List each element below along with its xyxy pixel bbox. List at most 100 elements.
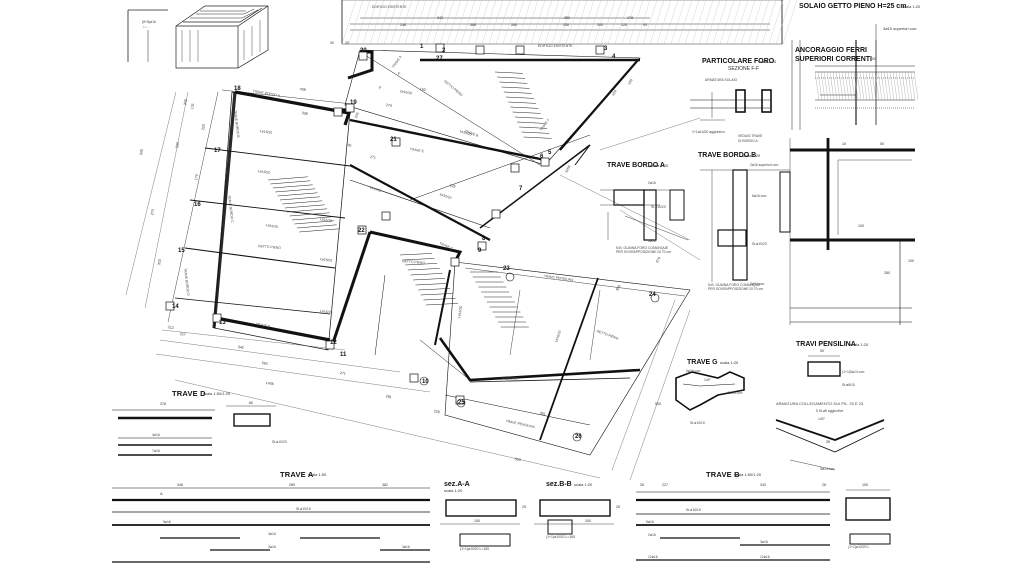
solaio-hatch-line	[859, 71, 865, 101]
trave-b-dim-3: 343	[760, 483, 766, 487]
column-square	[358, 51, 368, 61]
plan-columns	[165, 43, 605, 405]
plan-node-17: 17	[214, 148, 221, 154]
plan-node-11: 11	[340, 352, 347, 358]
solaio-title: SOLAIO GETTO PIENO H=25 cm	[799, 3, 907, 10]
trave-g-angle: 140°	[704, 378, 712, 382]
slab-hatch-center	[420, 293, 453, 296]
plan-dimensions	[125, 91, 701, 481]
top-dim-7: 260	[511, 23, 517, 27]
column-square	[540, 157, 550, 167]
slab-hatch-left	[284, 204, 325, 209]
column-square	[595, 45, 605, 55]
plan-node-16: 16	[194, 202, 201, 208]
trave-a-rebar-3: 3ø16	[268, 545, 276, 549]
trave-g-stirrup: St.ø10/15	[690, 421, 705, 425]
trave-a-rebar-1: 5ø16	[163, 520, 171, 524]
travi-pensilina-title: TRAVI PENSILINA	[796, 341, 856, 348]
sec-bb-dim-1: 100	[585, 519, 591, 523]
solaio-detail	[791, 24, 915, 130]
column-square	[510, 163, 520, 173]
slab-hatch-center	[402, 258, 435, 261]
trave-a-title: TRAVE A	[280, 470, 314, 479]
ancoraggio-dim: 100	[870, 57, 876, 61]
solaio-hatch-line	[853, 71, 859, 101]
trave-bordo-a-note-1: N.B. GUAINA FORO COMUNQUE	[616, 246, 669, 250]
solaio-hatch-line	[826, 71, 832, 101]
trave-a-dim-3: 382	[382, 483, 388, 487]
mid-detail-dim-2: 100	[858, 224, 864, 228]
plan-foro-label: F	[379, 85, 382, 90]
solaio-hatch-line	[832, 71, 838, 101]
solaio-hatch-line	[895, 71, 901, 101]
travi-pensilina-rebar: (1+1)5ø14 corr.	[842, 370, 866, 374]
travi-pensilina-angle: 140°	[818, 417, 826, 421]
solaio-hatch-line	[892, 71, 898, 101]
edificio-label-2: EDIFICIO ESISTENTE	[538, 44, 573, 48]
solaio-hatch-line	[841, 71, 847, 101]
top-dim-3: 250	[563, 23, 569, 27]
plan-node-22: 22	[358, 228, 365, 234]
slab-hatch-center	[423, 298, 456, 301]
column-square	[345, 103, 355, 113]
top-left-dim-2: 20	[345, 41, 349, 45]
travi-pensilina-dim-2: 35	[826, 440, 830, 444]
slab-hatch-upper	[494, 71, 523, 74]
sec-bb-rebar: (1+1)ø10/20 L=165	[546, 535, 576, 539]
trave-b-rebar-1: 5ø16	[646, 520, 654, 524]
column-square	[381, 211, 391, 221]
trave-b-rebar-2: 2ø16	[648, 533, 656, 537]
plan-rebar-label: 1ø16/20	[504, 376, 518, 381]
solaio-hatch-line	[862, 71, 868, 101]
plan-dim-bottom: 550	[655, 402, 661, 406]
solaio-hatch-line	[817, 71, 823, 101]
solaio-hatch-line	[823, 71, 829, 101]
solaio-hatch-line	[847, 71, 853, 101]
solaio-hatch-line	[877, 71, 883, 101]
travi-pensilina-rebar-3: 5ø14 corr.	[820, 467, 836, 471]
trave-bordo-a-note-2: PER SOVRAPPOSIZIONE DI 70 cm	[616, 250, 672, 254]
trave-a-rebar-2: 3ø16	[268, 532, 276, 536]
column-square	[391, 137, 401, 147]
plan-dim-bottom: 562	[261, 361, 269, 366]
solaio-hatch-line	[880, 71, 886, 101]
plan-node-23: 23	[503, 266, 510, 272]
trave-b-rebar-4: 12ø16	[648, 555, 658, 559]
solaio-hatch-line	[844, 71, 850, 101]
column-square	[333, 107, 343, 117]
slab-hatch-center	[418, 288, 451, 291]
solaio-hatch-line	[868, 71, 874, 101]
sec-bb-scale: scala 1:20	[574, 482, 593, 487]
plan-node-13: 13	[219, 320, 226, 326]
slab-hatch-center	[425, 303, 458, 306]
isometric-detail	[175, 5, 269, 69]
slab-hatch-center	[410, 273, 443, 276]
trave-d-detail	[112, 405, 276, 456]
plan-dim-top: 271	[369, 155, 377, 160]
particolare-foro-vedasi-2: DI BORDO A	[738, 139, 758, 143]
trave-bordo-b-scale: scala 1:20	[742, 153, 761, 158]
mid-detail-dim-1: 15	[842, 142, 846, 146]
trave-d-scale: scala 1:50/1:20	[203, 391, 231, 396]
column-square	[212, 313, 222, 323]
existing-building-hatch-lines	[341, 0, 798, 45]
plan-dim-bottom: 271	[339, 371, 347, 376]
plan-node-26: 26	[575, 434, 582, 440]
edificio-label-1: EDIFICIO ESISTENTE	[372, 5, 407, 9]
slab-hatch-upper	[501, 86, 530, 89]
particolare-foro-vedasi-1: VEDASI TRAVE	[738, 134, 763, 138]
top-dim-9: 125	[621, 23, 627, 27]
trave-bordo-b-rebar-bottom: 2ø16 corr.	[750, 282, 766, 286]
trave-b-rebar-3: 3ø16	[760, 540, 768, 544]
trave-d-stirrup: St.ø10/20	[272, 440, 287, 444]
travi-pensilina-rebar-2: 5 St.ø8 aggiuntive	[816, 409, 844, 413]
slab-hatch-center	[415, 283, 448, 286]
particolare-foro-detail	[690, 89, 772, 121]
particolare-foro-armatura: ARMATURA SOLAIO	[705, 78, 738, 82]
plan-node-7: 7	[519, 186, 523, 192]
solaio-hatch-line	[907, 71, 913, 101]
particolare-foro-scale: scala 1:20	[758, 59, 777, 64]
slab-hatch-upper	[497, 76, 526, 79]
slab-hatch-upper	[505, 96, 534, 99]
